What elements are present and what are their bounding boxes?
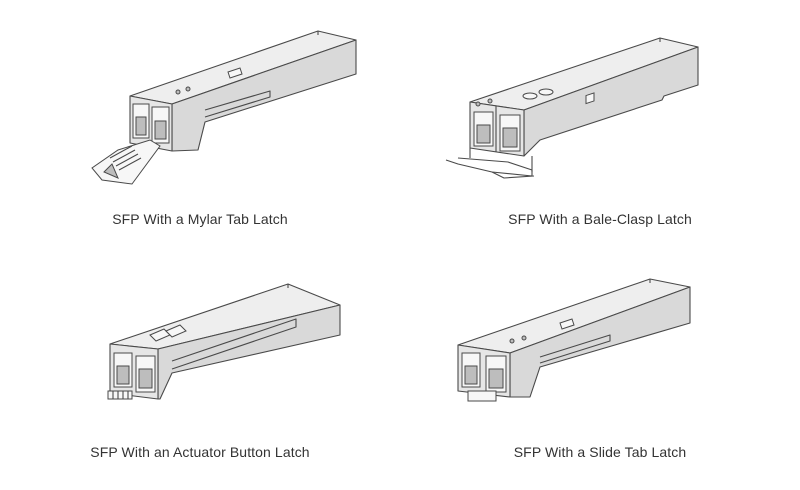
figure-caption: SFP With a Bale-Clasp Latch: [508, 211, 692, 227]
bale-clasp-wire: [445, 148, 535, 179]
actuator-tab: [107, 390, 133, 400]
latch-window: [227, 67, 243, 79]
latch-window: [559, 318, 575, 330]
sfp-actuator-button-drawing: [107, 283, 341, 400]
slide-tab: [467, 390, 497, 402]
sfp-slide-tab-figure: SFP With a Slide Tab Latch: [400, 245, 800, 490]
mylar-pull-tab: [91, 139, 161, 185]
sfp-bale-clasp-figure: SFP With a Bale-Clasp Latch: [400, 0, 800, 245]
figure-caption: SFP With a Mylar Tab Latch: [112, 211, 288, 227]
sfp-bale-clasp-drawing: [445, 37, 699, 179]
sfp-actuator-button-figure: SFP With an Actuator Button Latch: [0, 245, 400, 490]
latch-window: [522, 92, 538, 100]
figure-caption: SFP With a Slide Tab Latch: [513, 444, 687, 460]
sfp-slide-tab-drawing: [457, 278, 691, 402]
arrow-icon: [103, 163, 119, 179]
sfp-mylar-tab-drawing: [91, 30, 357, 185]
figure-caption: SFP With an Actuator Button Latch: [90, 444, 310, 460]
sfp-mylar-tab-figure: SFP With a Mylar Tab Latch: [0, 0, 400, 245]
module-side-face: [523, 46, 699, 157]
